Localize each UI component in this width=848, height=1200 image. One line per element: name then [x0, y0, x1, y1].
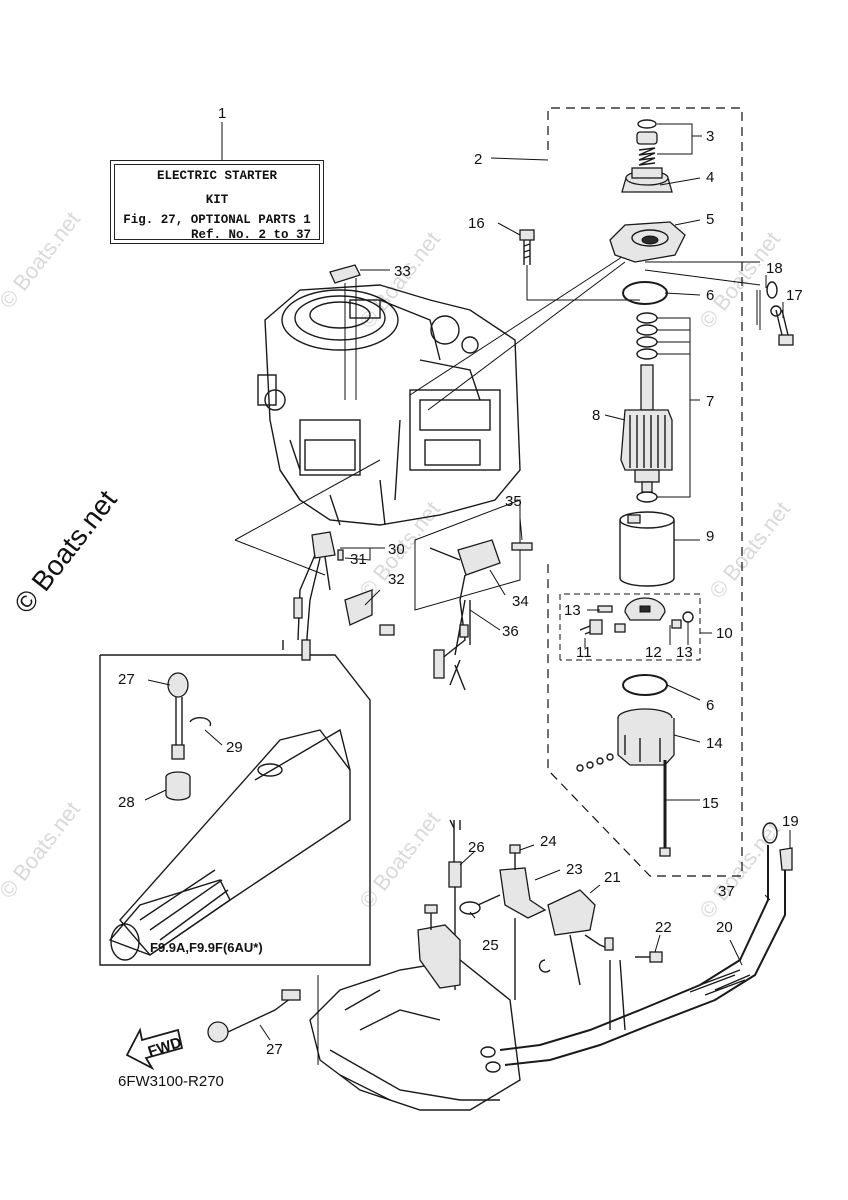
part-29-clip	[189, 716, 212, 727]
callout-labels: 1 2 3 4 5 16 33 18 6 17 7 8 35 9 30 31 3…	[118, 105, 803, 1058]
part-21-relay	[538, 889, 614, 986]
part-27-kill-switch	[207, 989, 301, 1043]
part-4-pinion	[621, 167, 673, 193]
part-34-rectifier	[414, 499, 533, 691]
callout-36: 36	[502, 623, 519, 640]
engine-powerhead	[257, 284, 521, 526]
callout-37: 37	[718, 883, 735, 900]
part-23-bracket	[499, 844, 547, 1000]
callout-13-right: 13	[676, 644, 693, 661]
leader-16	[526, 265, 640, 301]
part-5-front-cover	[609, 221, 686, 263]
part-6-o-ring	[622, 281, 668, 305]
kit-title: ELECTRIC STARTER	[156, 169, 278, 183]
kit-info-box: ELECTRIC STARTER KIT Fig. 27, OPTIONAL P…	[110, 160, 324, 244]
callout-20: 20	[716, 919, 733, 936]
callout-6-top: 6	[706, 287, 714, 304]
callout-6-lower: 6	[706, 697, 714, 714]
callout-7: 7	[706, 393, 714, 410]
part-14-rear-cover	[576, 708, 675, 772]
leader-starter-engine	[427, 261, 626, 411]
callout-25: 25	[482, 937, 499, 954]
watermark: © Boats.net	[0, 797, 85, 903]
callout-22: 22	[655, 919, 672, 936]
callout-2: 2	[474, 151, 482, 168]
kit-ref-no: Ref. No. 2 to 37	[190, 228, 311, 242]
callout-leaders	[144, 122, 791, 1041]
watermark: © Boats.net	[704, 497, 795, 603]
kit-subtitle: KIT	[205, 193, 229, 207]
callout-12: 12	[645, 644, 662, 661]
brush-holder-boundary	[559, 593, 701, 661]
callout-23: 23	[566, 861, 583, 878]
callout-8: 8	[592, 407, 600, 424]
part-18-bracket	[756, 281, 782, 330]
callout-31: 31	[350, 551, 367, 568]
callout-34: 34	[512, 593, 529, 610]
callout-1: 1	[218, 105, 226, 122]
part-33-clip	[329, 264, 361, 400]
callout-27-bottom: 27	[266, 1041, 283, 1058]
callout-16: 16	[468, 215, 485, 232]
callout-19: 19	[782, 813, 799, 830]
leader-18b	[644, 269, 761, 286]
callout-14: 14	[706, 735, 723, 752]
callout-33: 33	[394, 263, 411, 280]
watermark: © Boats.net	[354, 807, 445, 913]
kit-fig-ref: Fig. 27, OPTIONAL PARTS 1	[123, 213, 311, 227]
diagram-ref-code: 6FW3100-R270	[118, 1073, 224, 1090]
callout-27-top: 27	[118, 671, 135, 688]
callout-17: 17	[786, 287, 803, 304]
callout-13-left: 13	[564, 602, 581, 619]
model-label: F9.9A,F9.9F(6AU*)	[150, 940, 263, 955]
tiller-detail-frame	[99, 654, 371, 966]
part-10-brush-holder	[579, 597, 694, 635]
part-6-o-ring-lower	[622, 674, 668, 696]
callout-3: 3	[706, 128, 714, 145]
part-3-clip-spring	[636, 119, 658, 166]
watermark: © Boats.net	[0, 207, 85, 313]
watermark: © Boats.net	[694, 817, 785, 923]
part-9-yoke	[619, 511, 675, 587]
watermark: © Boats.net	[694, 227, 785, 333]
part-25-clamp	[459, 894, 501, 915]
callout-29: 29	[226, 739, 243, 756]
part-20-battery-cable	[480, 822, 793, 1073]
part-28-grommet	[165, 771, 191, 801]
callout-4: 4	[706, 169, 714, 186]
part-22-bolt	[635, 951, 663, 963]
bottom-cowling	[309, 959, 521, 1111]
part-15-through-bolt	[659, 760, 671, 857]
part-27-switch	[167, 672, 189, 760]
callout-5: 5	[706, 211, 714, 228]
part-30-relay	[234, 459, 395, 661]
callout-28: 28	[118, 794, 135, 811]
callout-21: 21	[604, 869, 621, 886]
callout-35: 35	[505, 493, 522, 510]
fwd-arrow-icon: FWD	[125, 1027, 184, 1071]
callout-15: 15	[702, 795, 719, 812]
callout-9: 9	[706, 528, 714, 545]
callout-32: 32	[388, 571, 405, 588]
callout-24: 24	[540, 833, 557, 850]
callout-18: 18	[766, 260, 783, 277]
mount-plate	[417, 904, 461, 989]
callout-30: 30	[388, 541, 405, 558]
tiller-handle	[108, 728, 351, 961]
callout-26: 26	[468, 839, 485, 856]
callout-11: 11	[576, 644, 592, 661]
part-16-bolt	[519, 229, 535, 265]
leader-starter-engine	[409, 254, 626, 396]
callout-10: 10	[716, 625, 733, 642]
part-8-armature	[620, 364, 673, 493]
